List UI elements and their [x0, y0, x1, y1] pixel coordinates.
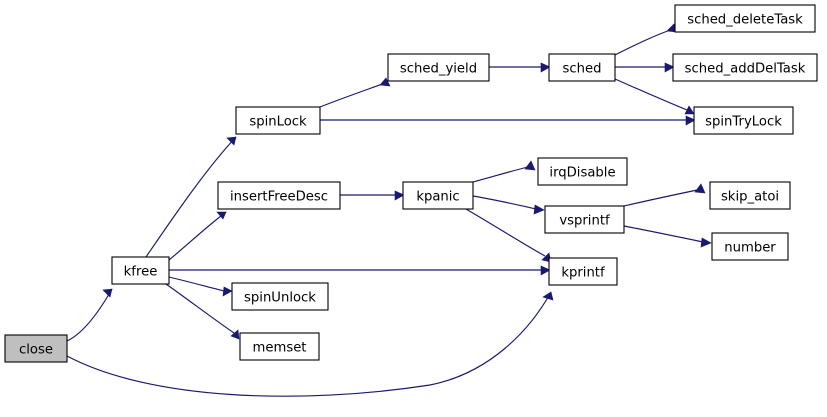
- node-skip_atoi[interactable]: skip_atoi: [709, 181, 791, 210]
- node-box-vsprintf[interactable]: [544, 205, 625, 234]
- node-label-irqDisable: irqDisable: [549, 166, 615, 181]
- edge-vsprintf-to-number: [623, 225, 712, 248]
- node-box-sched_yield[interactable]: [387, 53, 490, 82]
- node-box-kfree[interactable]: [111, 256, 170, 285]
- edge-vsprintf-to-skip_atoi: [623, 183, 706, 207]
- edge-kpanic-to-irqDisable: [472, 160, 536, 183]
- edge-kfree-to-insertFreeDesc: [168, 211, 227, 261]
- arrowhead-icon: [684, 105, 695, 115]
- arrowhead-icon: [394, 190, 405, 201]
- edge-kfree-to-spinUnlock: [168, 276, 233, 297]
- node-label-sched_yield: sched_yield: [400, 62, 477, 77]
- node-number[interactable]: number: [711, 232, 789, 261]
- node-box-memset[interactable]: [239, 332, 320, 361]
- nodes-layer: close kfree spinLock insertFreeDesc spinUnlo…: [4, 4, 818, 363]
- arrowhead-icon: [664, 62, 675, 73]
- edge-sched_yield-to-sched: [489, 62, 551, 73]
- node-label-sched_addDelTask: sched_addDelTask: [685, 62, 806, 77]
- node-box-spinTryLock[interactable]: [693, 106, 794, 135]
- node-sched_yield[interactable]: sched_yield: [387, 53, 490, 82]
- arrowhead-icon: [102, 288, 113, 298]
- edge-close-to-kfree: [66, 288, 113, 342]
- node-label-sched_deleteTask: sched_deleteTask: [687, 13, 803, 28]
- node-label-kpanic: kpanic: [416, 190, 459, 205]
- arrowhead-icon: [694, 183, 706, 194]
- node-spinLock[interactable]: spinLock: [235, 106, 321, 135]
- arrowhead-icon: [524, 160, 536, 171]
- edges-layer: [66, 23, 712, 397]
- arrowhead-icon: [540, 265, 551, 276]
- node-box-sched_addDelTask[interactable]: [672, 53, 818, 82]
- node-label-number: number: [724, 241, 776, 256]
- edge-kpanic-to-kprintf: [465, 208, 552, 263]
- node-close[interactable]: close: [4, 334, 68, 363]
- arrowhead-icon: [230, 329, 240, 340]
- arrowhead-icon: [226, 136, 237, 146]
- edge-kfree-to-spinLock: [145, 136, 237, 258]
- node-label-spinUnlock: spinUnlock: [244, 291, 316, 306]
- node-box-spinUnlock[interactable]: [231, 282, 329, 311]
- node-kfree[interactable]: kfree: [111, 256, 170, 285]
- node-label-vsprintf: vsprintf: [559, 214, 610, 229]
- arrowhead-icon: [540, 62, 551, 73]
- node-insertFreeDesc[interactable]: insertFreeDesc: [217, 181, 341, 210]
- node-sched[interactable]: sched: [548, 53, 616, 82]
- arrowhead-icon: [533, 204, 545, 215]
- node-label-kprintf: kprintf: [561, 266, 605, 281]
- edge-sched-to-sched_deleteTask: [614, 23, 678, 56]
- arrowhead-icon: [542, 291, 554, 301]
- arrowhead-icon: [700, 237, 712, 248]
- arrowhead-icon: [216, 211, 227, 220]
- node-spinUnlock[interactable]: spinUnlock: [231, 282, 329, 311]
- node-label-kfree: kfree: [124, 265, 158, 280]
- node-label-skip_atoi: skip_atoi: [721, 190, 779, 205]
- arrowhead-icon: [379, 77, 391, 87]
- node-box-kprintf[interactable]: [548, 257, 618, 286]
- node-spinTryLock[interactable]: spinTryLock: [693, 106, 794, 135]
- node-vsprintf[interactable]: vsprintf: [544, 205, 625, 234]
- node-label-spinTryLock: spinTryLock: [705, 115, 782, 130]
- node-box-skip_atoi[interactable]: [709, 181, 791, 210]
- node-box-irqDisable[interactable]: [537, 157, 628, 186]
- node-kprintf[interactable]: kprintf: [548, 257, 618, 286]
- edge-kfree-to-kprintf: [169, 265, 551, 276]
- node-box-spinLock[interactable]: [235, 106, 321, 135]
- node-irqDisable[interactable]: irqDisable: [537, 157, 628, 186]
- node-label-memset: memset: [253, 341, 307, 356]
- node-sched_addDelTask[interactable]: sched_addDelTask: [672, 53, 818, 82]
- node-box-number[interactable]: [711, 232, 789, 261]
- edge-insertFreeDesc-to-kpanic: [340, 190, 405, 201]
- node-box-sched[interactable]: [548, 53, 616, 82]
- node-memset[interactable]: memset: [239, 332, 320, 361]
- node-label-insertFreeDesc: insertFreeDesc: [230, 190, 328, 205]
- arrowhead-icon: [222, 286, 233, 297]
- arrowhead-icon: [685, 115, 696, 126]
- node-box-sched_deleteTask[interactable]: [674, 4, 816, 33]
- node-label-sched: sched: [563, 62, 602, 77]
- node-sched_deleteTask[interactable]: sched_deleteTask: [674, 4, 816, 33]
- edge-spinLock-to-sched_yield: [319, 77, 391, 108]
- edge-kpanic-to-vsprintf: [472, 195, 545, 215]
- node-label-close: close: [19, 343, 53, 358]
- node-box-kpanic[interactable]: [402, 181, 474, 210]
- edge-spinLock-to-spinTryLock: [320, 115, 696, 126]
- node-label-spinLock: spinLock: [249, 115, 307, 130]
- node-kpanic[interactable]: kpanic: [402, 181, 474, 210]
- edge-kfree-to-memset: [165, 283, 240, 340]
- node-box-insertFreeDesc[interactable]: [217, 181, 341, 210]
- edge-sched-to-sched_addDelTask: [615, 62, 675, 73]
- edge-close-to-kprintf: [66, 291, 554, 397]
- node-box-close[interactable]: [4, 334, 68, 363]
- edge-sched-to-spinTryLock: [614, 78, 695, 115]
